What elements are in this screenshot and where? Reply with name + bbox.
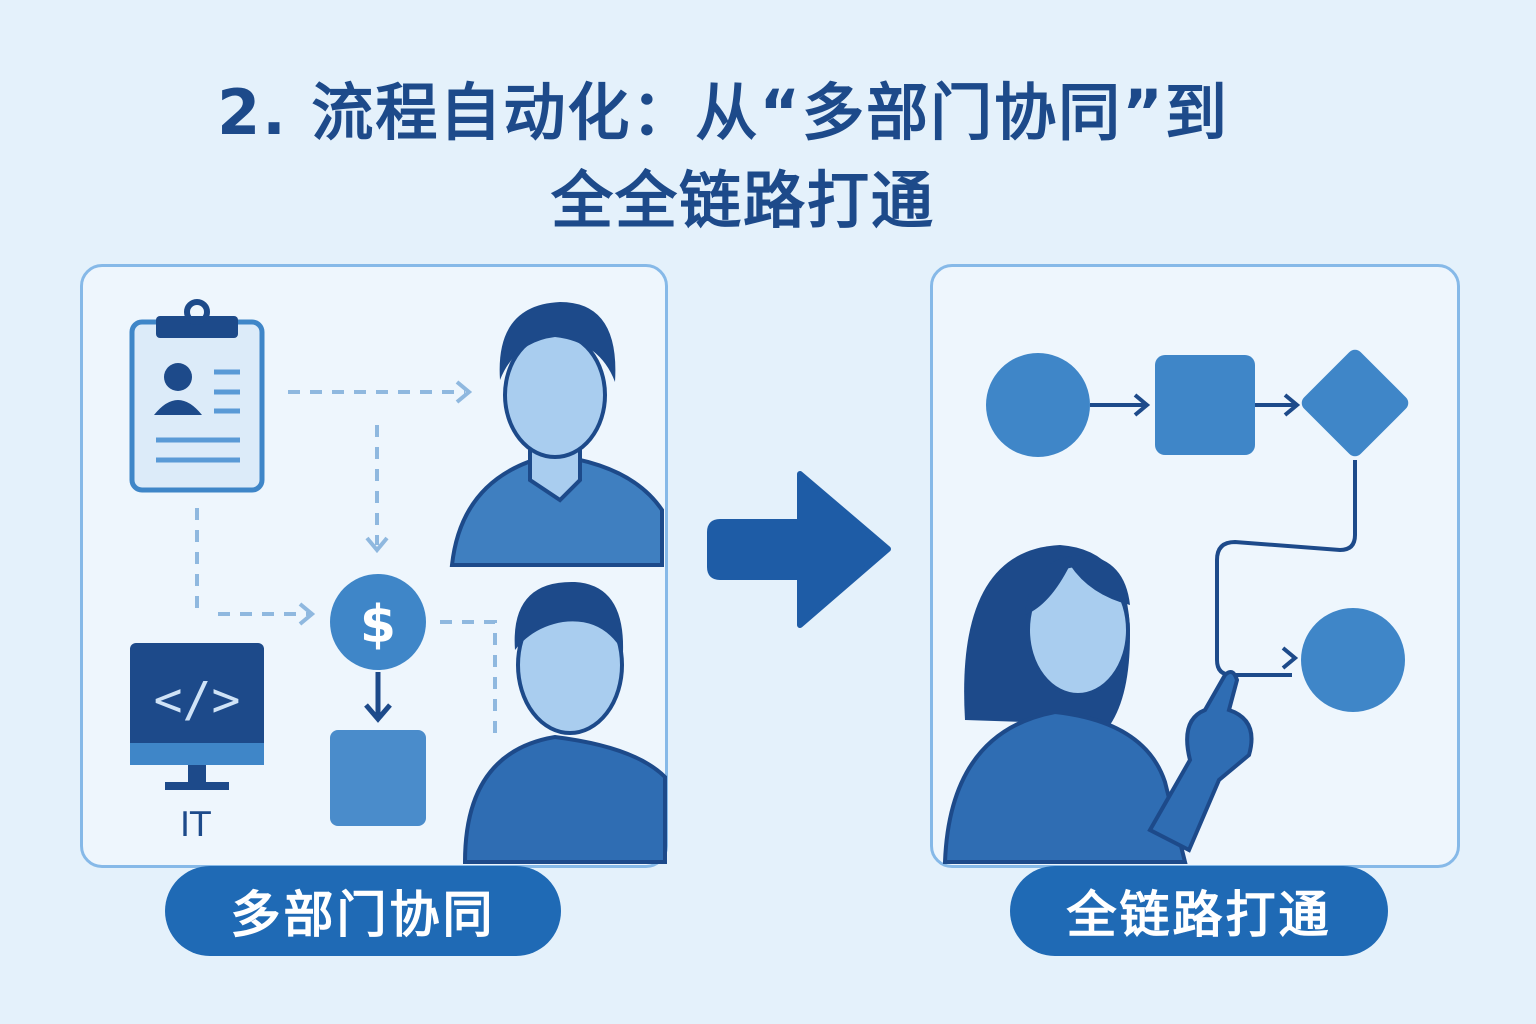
title-line-2: 全全链路打通	[550, 164, 935, 237]
it-label: IT	[180, 805, 211, 845]
title-line-1: 2. 流程自动化：从“多部门协同”到	[217, 76, 1229, 149]
svg-text:$: $	[360, 595, 396, 655]
code-monitor-icon: </>	[130, 643, 264, 790]
left-label-pill: 多部门协同	[165, 866, 561, 956]
dashed-connectors	[195, 390, 497, 742]
right-label-pill: 全链路打通	[1010, 866, 1388, 956]
dollar-icon: $	[330, 574, 426, 826]
person-woman-pointing	[942, 545, 1254, 864]
right-arrow-icon	[707, 471, 891, 628]
clipboard-profile-icon	[129, 299, 265, 493]
flowchart	[986, 349, 1409, 712]
svg-text:</>: </>	[154, 672, 241, 728]
person-man-top	[449, 302, 664, 567]
person-man-bottom	[462, 581, 667, 864]
